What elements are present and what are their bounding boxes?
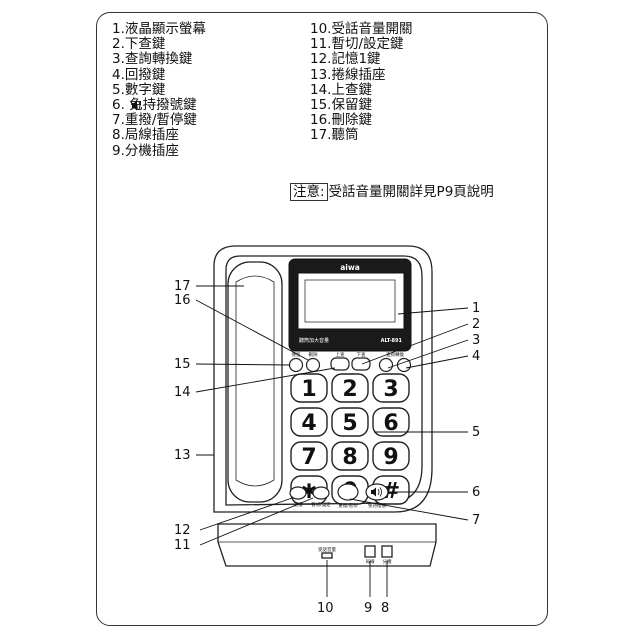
keypad-key[interactable]: 8 — [331, 441, 369, 471]
callout-1: 1 — [472, 301, 480, 316]
keypad-key[interactable]: 7 — [290, 441, 328, 471]
legend-item: 6. 免持撥號鍵 — [112, 97, 197, 114]
function-labels: 保留 刪除 上查 下查 查詢轉換 — [292, 351, 405, 358]
note: 注意:受話音量開關詳見P9頁說明 — [290, 180, 494, 201]
line-jack — [364, 545, 376, 558]
legend-item: 16.刪除鍵 — [310, 112, 372, 129]
keypad-key[interactable]: 2 — [331, 373, 369, 403]
legend-right: 10.受話音量開關 11.暫切/設定鍵 12.記憶1鍵 13.捲線插座 14.上… — [310, 21, 413, 144]
keypad-key-label: # — [382, 479, 400, 504]
keypad-key[interactable]: 3 — [372, 373, 410, 403]
keypad-key-label: 1 — [301, 377, 316, 402]
redial-pause-button[interactable] — [337, 483, 359, 501]
redial-label: 重撥/暫停 — [338, 502, 358, 509]
callout-15: 15 — [174, 357, 191, 372]
diagram-frame — [96, 12, 548, 626]
function-buttons — [288, 357, 412, 373]
hold-label: 保留 — [292, 351, 301, 358]
legend-item: 1.液晶顯示螢幕 — [112, 21, 206, 37]
legend-item: 13.捲線插座 — [310, 66, 386, 83]
volume-switch[interactable] — [321, 552, 333, 559]
callout-10: 10 — [317, 601, 334, 616]
legend-item: 10.受話音量開關 — [310, 21, 413, 37]
leader-lines — [195, 285, 469, 597]
lcd-caption: 聽筒加大音量 — [299, 337, 329, 344]
legend-item: 14.上查鍵 — [310, 81, 372, 98]
keypad-key-label: 3 — [383, 377, 398, 402]
callout-16: 16 — [174, 293, 191, 308]
delete-label: 刪除 — [309, 351, 318, 358]
up-button[interactable] — [330, 357, 350, 371]
callout-4: 4 — [472, 349, 480, 364]
callout-5: 5 — [472, 425, 480, 440]
keypad-key[interactable]: 4 — [290, 407, 328, 437]
callout-17: 17 — [174, 279, 191, 294]
legend-item: 8.局線插座 — [112, 127, 179, 144]
keypad-key[interactable]: 1 — [290, 373, 328, 403]
query-button[interactable] — [378, 357, 394, 373]
query-label: 查詢轉換 — [386, 351, 404, 358]
note-tag: 注意: — [290, 183, 328, 201]
keypad-key-label: 9 — [383, 445, 398, 470]
legend-left: 1.液晶顯示螢幕 2.下查鍵 3.查詢轉換鍵 4.回撥鍵 5.數字鍵 6. 免持… — [112, 21, 206, 159]
callout-8: 8 — [381, 601, 389, 616]
legend-item: 12.記憶1鍵 — [310, 51, 381, 68]
handsfree-label: 免持撥號 — [368, 502, 386, 509]
callout-2: 2 — [472, 317, 480, 332]
callout-9: 9 — [364, 601, 372, 616]
keypad-key[interactable]: 9 — [372, 441, 410, 471]
legend-item: 15.保留鍵 — [310, 97, 372, 114]
callout-6: 6 — [472, 485, 480, 500]
callout-12: 12 — [174, 523, 191, 538]
handsfree-button[interactable] — [365, 483, 389, 501]
flash-button[interactable] — [312, 486, 330, 500]
keypad-key[interactable]: 5 — [331, 407, 369, 437]
callout-14: 14 — [174, 385, 191, 400]
legend-item: 9.分機插座 — [112, 142, 179, 159]
brand-logo: aiwa — [340, 263, 360, 272]
callout-3: 3 — [472, 333, 480, 348]
legend-item: 4.回撥鍵 — [112, 66, 166, 83]
display-housing: aiwa 聽筒加大音量 ALT-891 — [288, 258, 412, 352]
legend-item: 17.聽筒 — [310, 127, 359, 144]
callout-11: 11 — [174, 538, 191, 553]
keypad-key-label: 5 — [342, 411, 357, 436]
legend-item: 5.數字鍵 — [112, 81, 166, 98]
legend-item: 2.下查鍵 — [112, 36, 166, 53]
up-label: 上查 — [336, 351, 345, 358]
phone-base — [217, 523, 437, 567]
down-label: 下查 — [357, 351, 366, 358]
legend-item: 3.查詢轉換鍵 — [112, 51, 193, 68]
legend-item: 11.暫切/設定鍵 — [310, 36, 404, 53]
ext-jack — [381, 545, 393, 558]
callout-7: 7 — [472, 513, 480, 528]
note-text: 受話音量開關詳見P9頁說明 — [328, 184, 494, 200]
model-label: ALT-891 — [381, 338, 403, 344]
delete-button[interactable] — [305, 357, 321, 373]
keypad-key[interactable]: 6 — [372, 407, 410, 437]
keypad-key-label: 6 — [383, 411, 398, 436]
volume-switch-label: 受話音量 — [318, 546, 336, 553]
handsfree-icon — [371, 487, 382, 497]
memory-button[interactable] — [289, 486, 307, 500]
flash-label: 暫切/設定 — [311, 501, 331, 508]
callout-numbers: 1 2 3 4 5 6 7 8 9 10 11 12 13 14 15 16 1… — [174, 279, 480, 616]
legend-item: 7.重撥/暫停鍵 — [112, 112, 197, 129]
keypad-key-label: 7 — [301, 445, 316, 470]
keypad-key-label: 8 — [342, 445, 357, 470]
hold-button[interactable] — [288, 357, 304, 373]
callout-13: 13 — [174, 448, 191, 463]
keypad-key-label: 4 — [301, 411, 316, 436]
keypad-key-label: 2 — [342, 377, 357, 402]
down-button[interactable] — [351, 357, 371, 371]
